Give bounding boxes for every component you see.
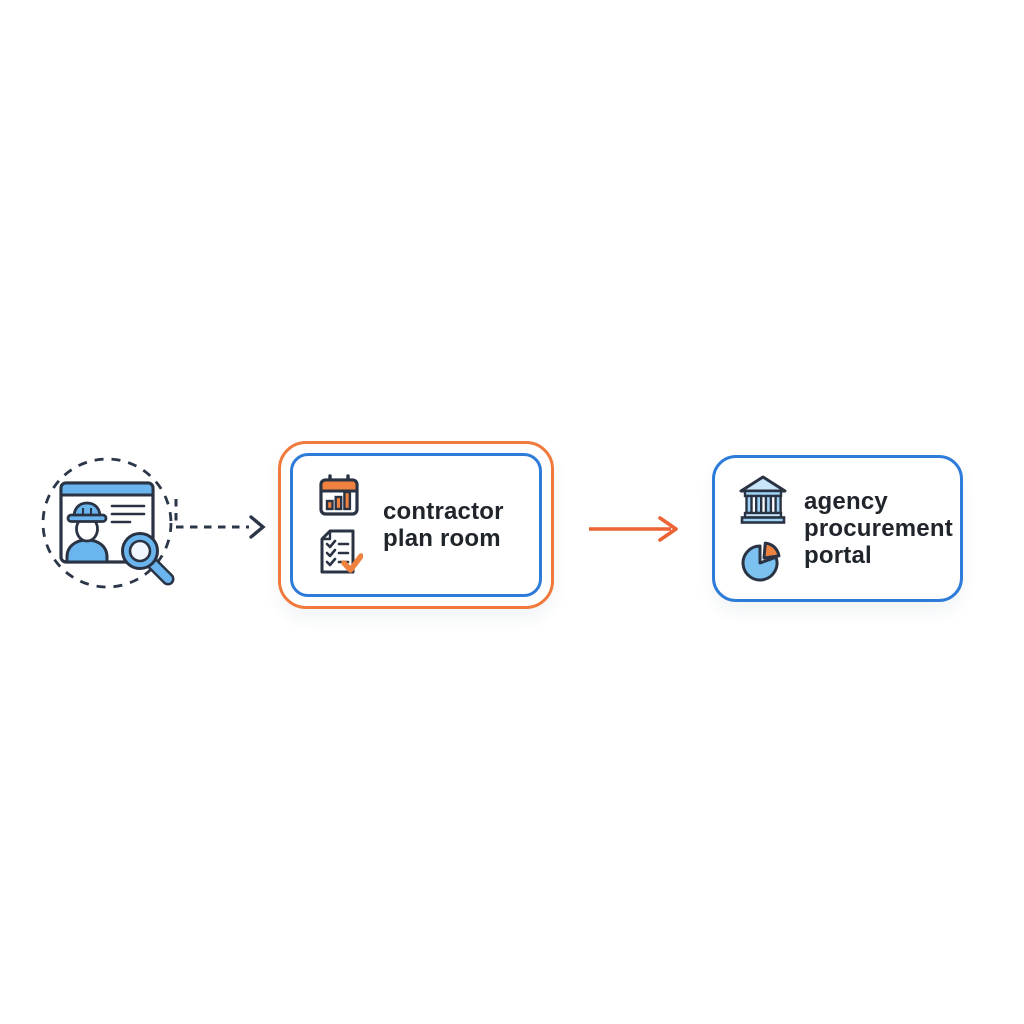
dashed-circle bbox=[41, 457, 173, 589]
checklist-icon bbox=[320, 529, 363, 573]
node-contractor-plan-room-inner: contractor plan room bbox=[290, 453, 542, 597]
arrowhead bbox=[658, 516, 678, 542]
magnifier-icon bbox=[121, 532, 175, 586]
contractor-profile-search-icon bbox=[41, 457, 175, 589]
node-label: contractor plan room bbox=[383, 498, 504, 552]
arrowhead bbox=[249, 515, 266, 539]
pie-chart-icon bbox=[741, 541, 781, 582]
node-icon-column bbox=[738, 474, 788, 583]
node-contractor-plan-room: contractor plan room bbox=[278, 441, 554, 609]
node-agency-procurement-portal: agency procurement portal bbox=[712, 455, 963, 602]
node-icon-column bbox=[315, 473, 363, 578]
calendar-chart-icon bbox=[319, 473, 359, 516]
solid-connector-arrow bbox=[589, 516, 678, 542]
hard-hat-worker-icon bbox=[65, 501, 109, 564]
node-label: agency procurement portal bbox=[804, 488, 953, 569]
bank-icon bbox=[739, 475, 787, 524]
dashed-connector-arrow bbox=[174, 499, 266, 539]
